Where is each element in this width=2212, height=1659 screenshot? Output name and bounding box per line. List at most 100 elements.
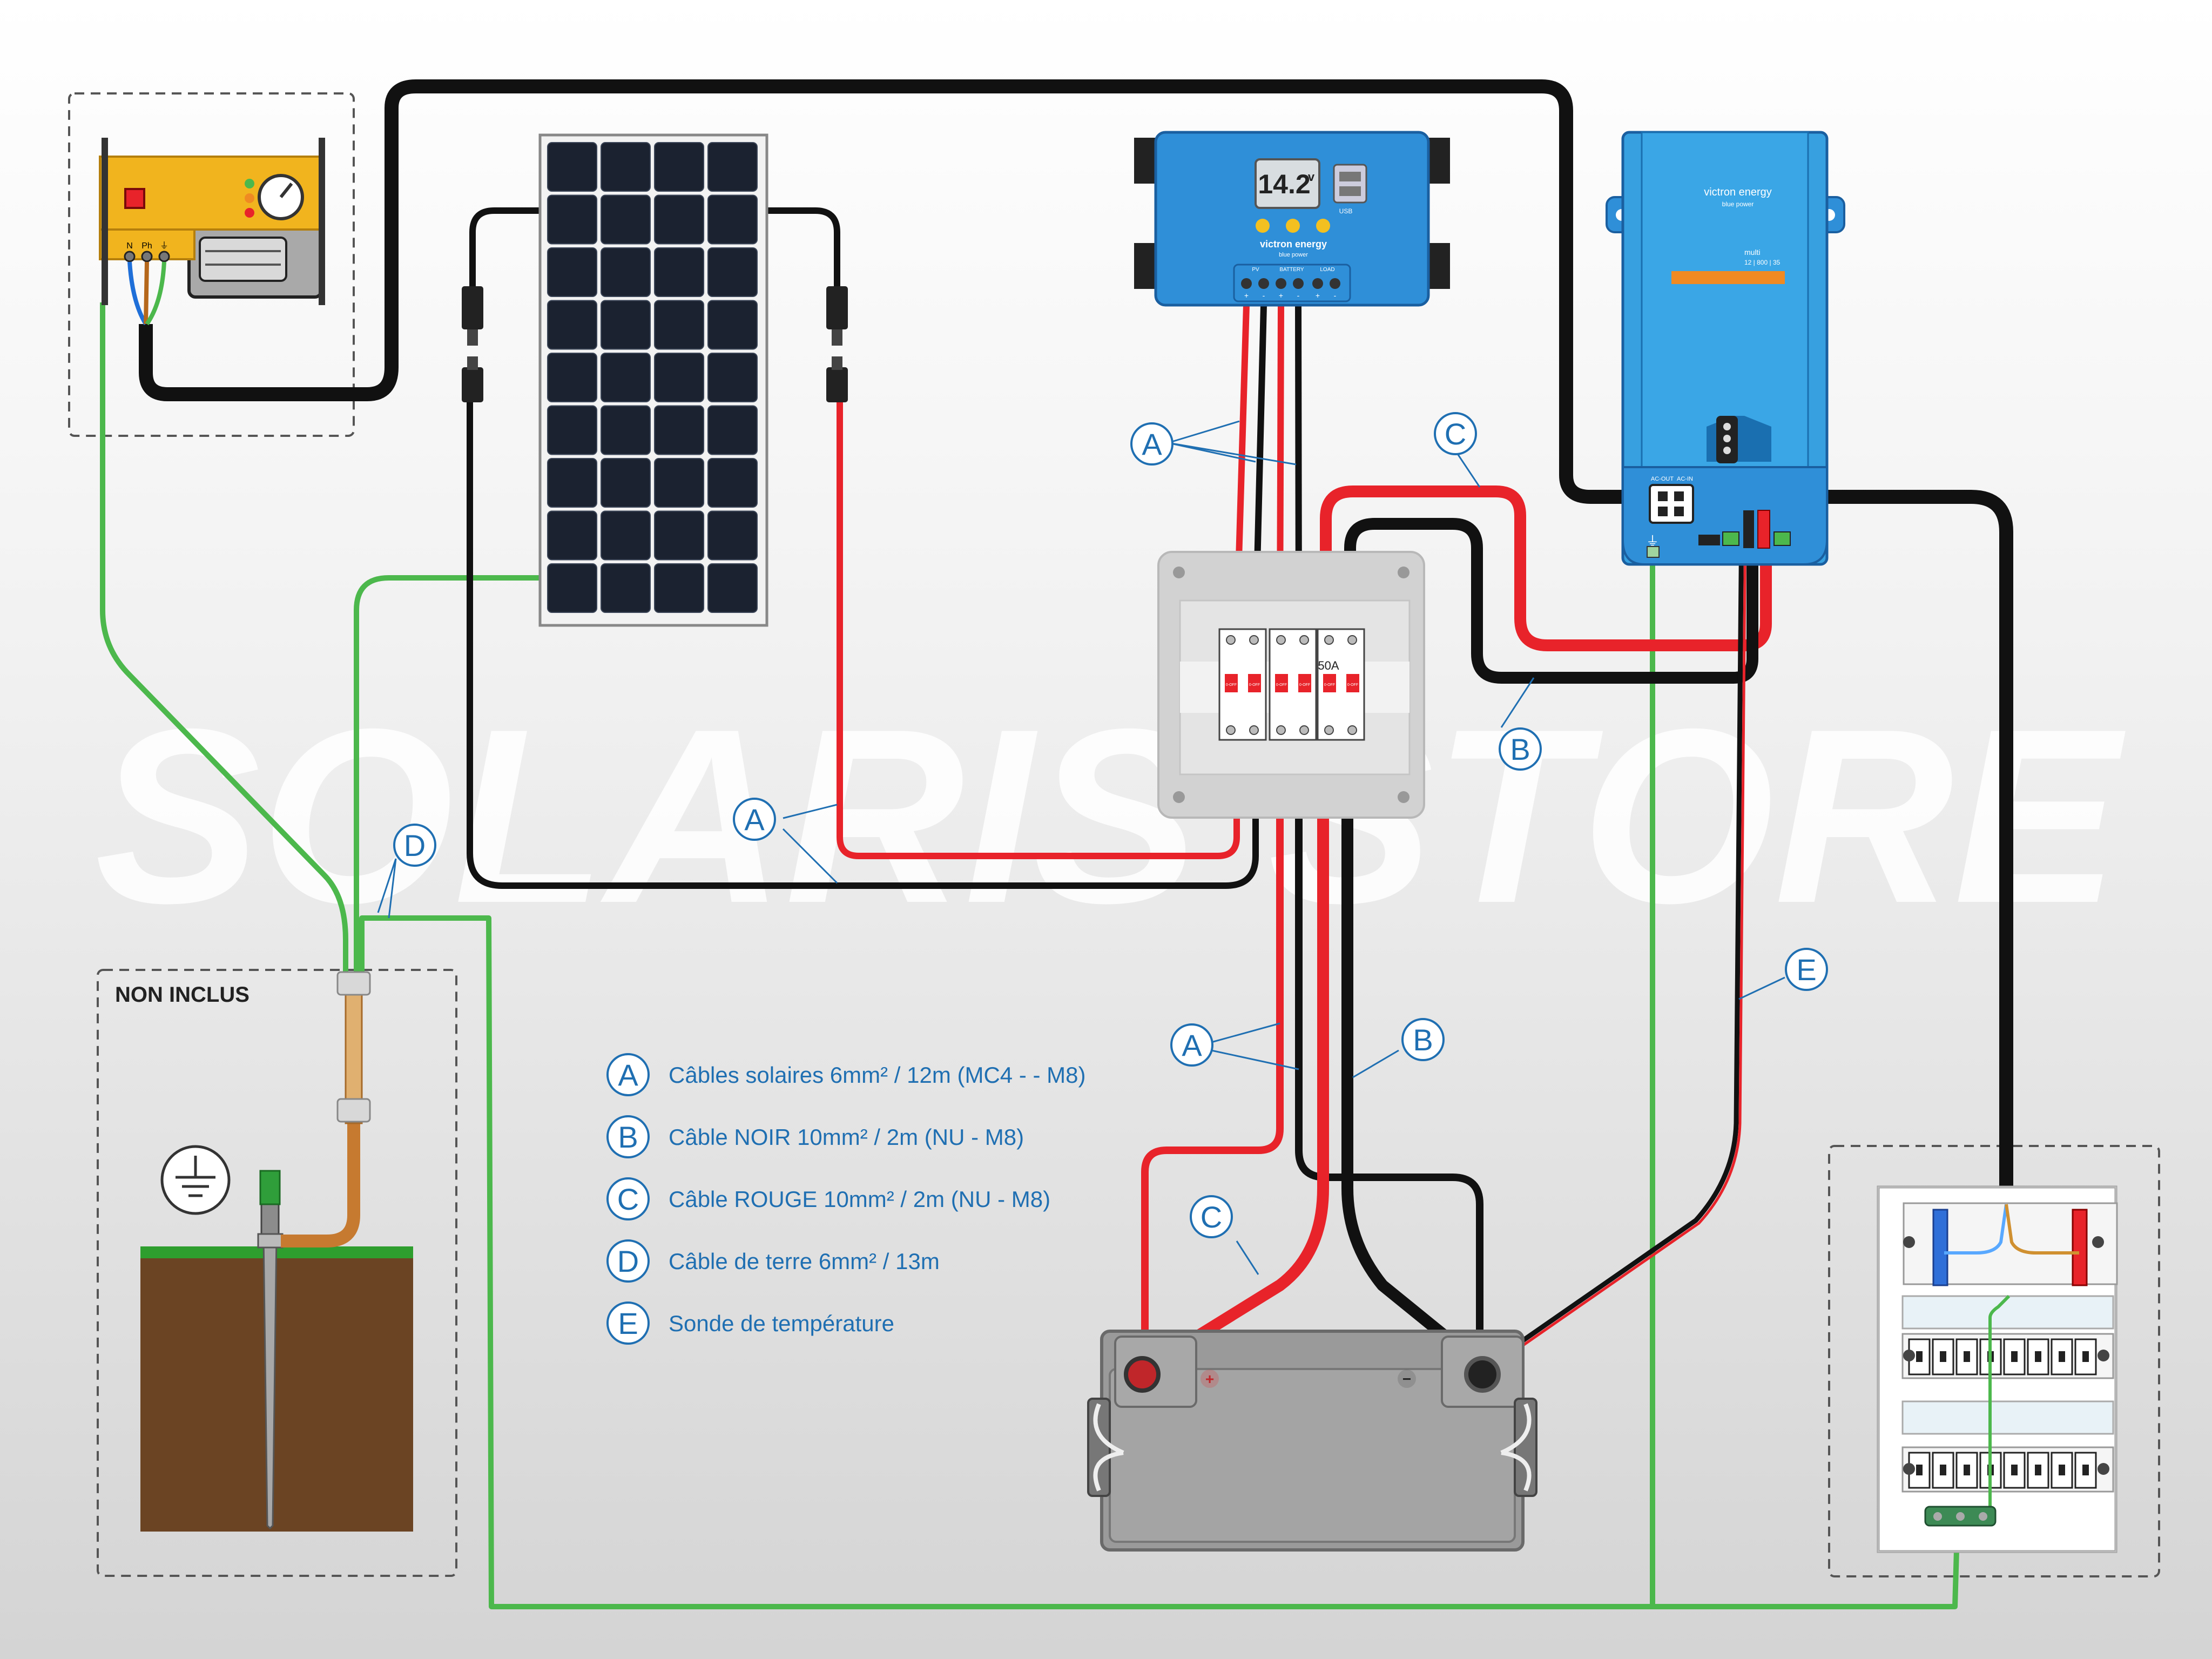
circuit-breaker bbox=[2074, 1452, 2097, 1489]
inverter-model-spec: 12 | 800 | 35 bbox=[1744, 259, 1781, 266]
legend-letter: C bbox=[617, 1182, 639, 1216]
cable-label-bubble bbox=[1434, 412, 1477, 455]
solar-cell bbox=[654, 300, 704, 350]
solar-cell bbox=[654, 458, 704, 508]
breaker-battery-cables bbox=[1141, 734, 1483, 1361]
cable-label-bubble bbox=[733, 798, 776, 841]
solar-cell bbox=[601, 458, 651, 508]
breaker-switch-label: 0-OFF bbox=[1347, 683, 1358, 687]
solar-cell bbox=[601, 247, 651, 297]
breaker-switch-label: 0-OFF bbox=[1276, 683, 1287, 687]
breaker-switch bbox=[1225, 674, 1238, 692]
cable-label-bubble bbox=[1785, 948, 1828, 991]
distribution-dashed-frame bbox=[1828, 1145, 2160, 1577]
inverter-model: multi bbox=[1744, 248, 1761, 257]
solar-cell bbox=[547, 458, 597, 508]
solar-cell bbox=[547, 563, 597, 613]
solar-cell bbox=[601, 194, 651, 245]
battery-plus-sign: + bbox=[1205, 1371, 1214, 1387]
controller-label-battery: BATTERY bbox=[1279, 267, 1304, 273]
battery-positive-terminal bbox=[1124, 1356, 1161, 1393]
controller-label-load: LOAD bbox=[1320, 267, 1334, 273]
controller-display-unit: v bbox=[1308, 170, 1315, 184]
legend-bubble bbox=[606, 1177, 650, 1220]
controller-sign-3: + bbox=[1279, 291, 1283, 300]
generator-terminal-n: N bbox=[126, 241, 133, 251]
breaker-switch-label: 0-OFF bbox=[1249, 683, 1260, 687]
ground-dashed-frame bbox=[97, 969, 457, 1577]
inverter: victron energy blue power multi 12 | 800… bbox=[1606, 131, 1845, 566]
breaker-switch-label: 0-OFF bbox=[1299, 683, 1310, 687]
breaker-switch-label: 0-OFF bbox=[1226, 683, 1237, 687]
ground-soil bbox=[140, 1252, 413, 1532]
cable-label-bubbles bbox=[377, 420, 1785, 1275]
solar-cell bbox=[654, 510, 704, 561]
legend-letter: A bbox=[618, 1058, 638, 1092]
controller-sign-6: - bbox=[1334, 291, 1337, 300]
legend-text: Câble de terre 6mm² / 13m bbox=[669, 1249, 940, 1274]
controller-brand-sub: blue power bbox=[1279, 252, 1308, 258]
cable-label-bubble bbox=[1170, 1023, 1213, 1067]
solar-cell bbox=[707, 300, 758, 350]
solar-cell bbox=[601, 142, 651, 192]
cable-label-letter: A bbox=[744, 802, 765, 837]
breaker-switch bbox=[1275, 674, 1288, 692]
solar-cell bbox=[654, 142, 704, 192]
circuit-breaker bbox=[2027, 1452, 2049, 1489]
generator-terminal-ph: Ph bbox=[141, 241, 152, 251]
breaker-switch bbox=[1346, 674, 1359, 692]
generator-terminal-earth: ⏚ bbox=[160, 241, 168, 251]
distribution-panel bbox=[1877, 1185, 2118, 1553]
temperature-probe-cable bbox=[1500, 518, 1744, 1358]
legend-text: Sonde de température bbox=[669, 1311, 894, 1336]
solar-cell bbox=[601, 353, 651, 402]
cable-label-letter: C bbox=[1445, 417, 1466, 451]
cable-label-letter: A bbox=[1142, 427, 1162, 461]
solar-cell bbox=[654, 194, 704, 245]
breaker-switch bbox=[1323, 674, 1336, 692]
solar-cell bbox=[707, 458, 758, 508]
charge-controller: 14.2 v USB victron energy blue power PV … bbox=[1134, 131, 1450, 307]
controller-button-2 bbox=[1286, 219, 1300, 233]
temperature-probe-cable-red bbox=[1503, 518, 1747, 1360]
legend-letter: D bbox=[617, 1244, 639, 1278]
cable-label-bubble bbox=[1130, 422, 1174, 466]
controller-brand: victron energy bbox=[1260, 239, 1327, 249]
cable-label-letter: A bbox=[1182, 1028, 1202, 1062]
solar-cell bbox=[707, 353, 758, 402]
cable-label-bubble bbox=[1401, 1018, 1445, 1061]
battery-negative-terminal bbox=[1464, 1356, 1501, 1393]
controller-sign-1: + bbox=[1244, 291, 1249, 300]
breaker-switch-label: 0-OFF bbox=[1324, 683, 1335, 687]
controller-sign-2: - bbox=[1263, 291, 1265, 300]
non-inclus-label: NON INCLUS bbox=[115, 983, 249, 1007]
panel-cables bbox=[467, 207, 1259, 889]
solar-cell bbox=[547, 247, 597, 297]
ground-rod-installation: NON INCLUS bbox=[115, 971, 413, 1532]
solar-cell bbox=[707, 194, 758, 245]
cable-label-letter: E bbox=[1796, 953, 1816, 987]
solar-cell bbox=[547, 405, 597, 455]
controller-button-3 bbox=[1316, 219, 1330, 233]
battery: + − bbox=[1087, 1330, 1537, 1552]
solar-cell bbox=[707, 247, 758, 297]
solar-cell bbox=[654, 353, 704, 402]
legend-text: Câble ROUGE 10mm² / 2m (NU - M8) bbox=[669, 1186, 1050, 1212]
solar-cell bbox=[707, 510, 758, 561]
inverter-accent-bar bbox=[1671, 271, 1785, 284]
solar-cell bbox=[601, 405, 651, 455]
controller-usb-label: USB bbox=[1339, 207, 1353, 215]
circuit-breaker bbox=[2051, 1452, 2073, 1489]
inverter-ac-out: AC-OUT bbox=[1651, 476, 1674, 482]
cable-label-bubble bbox=[1499, 727, 1542, 771]
inverter-brand: victron energy bbox=[1704, 186, 1772, 198]
breaker-rating: 50A bbox=[1318, 659, 1339, 672]
cable-label-bubble bbox=[1190, 1195, 1233, 1238]
solar-cell bbox=[547, 353, 597, 402]
controller-sign-4: - bbox=[1297, 291, 1300, 300]
generator-ac-cable bbox=[139, 79, 2013, 1204]
cable-label-bubble bbox=[393, 824, 436, 867]
watermark: SOLARIS STORE bbox=[95, 678, 2128, 955]
solar-cell bbox=[547, 300, 597, 350]
